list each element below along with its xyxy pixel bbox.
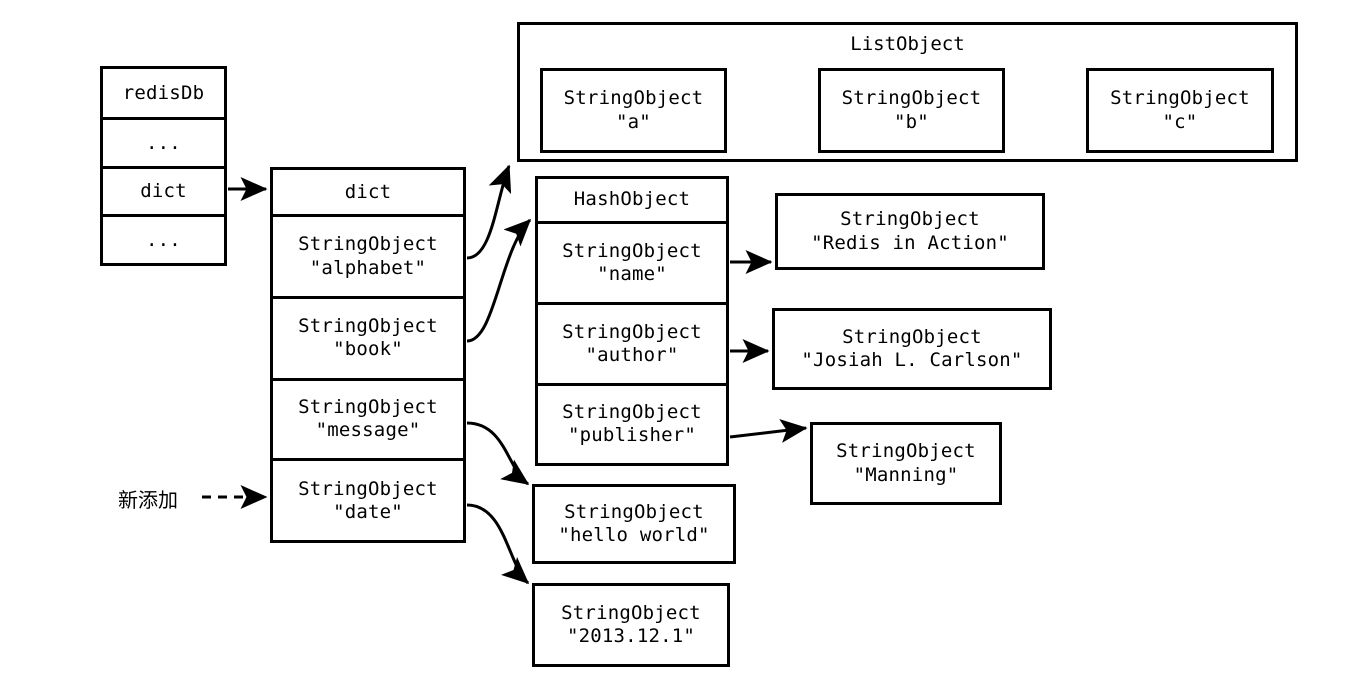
hash-value-publisher-type: StringObject [836, 440, 976, 463]
list-node-c-type: StringObject [1110, 87, 1250, 110]
hash-field-author-value: "author" [585, 344, 679, 367]
hash-field-name-value: "name" [597, 263, 667, 286]
hash-field-publisher: StringObject "publisher" [538, 382, 726, 463]
dict-entry-message: StringObject "message" [273, 377, 463, 459]
dict-entry-book: StringObject "book" [273, 295, 463, 378]
dict-entry-book-value: "book" [333, 338, 403, 361]
hash-field-name: StringObject "name" [538, 221, 726, 302]
hash-value-title: StringObject "Redis in Action" [775, 193, 1045, 270]
string-value-date-type: StringObject [561, 601, 701, 624]
list-object-title: ListObject [850, 33, 965, 55]
string-value-hello-world-type: StringObject [564, 500, 704, 523]
arrow-date-to-date-value [466, 503, 530, 585]
hash-field-name-type: StringObject [562, 240, 702, 263]
list-node-a-cell: StringObject "a" [543, 71, 724, 150]
dict-entry-message-type: StringObject [298, 396, 438, 419]
list-node-a-value: "a" [616, 110, 651, 133]
dict-entry-date-type: StringObject [298, 477, 438, 500]
hash-field-publisher-value: "publisher" [567, 424, 697, 447]
hash-value-title-value: "Redis in Action" [811, 231, 1009, 254]
list-node-c-value: "c" [1162, 110, 1198, 133]
redisdb-struct: redisDb ... dict ... [100, 66, 227, 266]
dict-entry-alphabet: StringObject "alphabet" [273, 214, 463, 296]
list-node-b-cell: StringObject "b" [821, 71, 1002, 150]
hash-value-publisher-cell: StringObject "Manning" [813, 425, 999, 502]
hash-field-publisher-type: StringObject [562, 401, 702, 424]
list-node-c-cell: StringObject "c" [1089, 71, 1271, 150]
dict-header-cell: dict [344, 180, 392, 203]
string-value-hello-world: StringObject "hello world" [532, 484, 736, 564]
arrow-message-to-hello-world [466, 421, 530, 486]
string-value-date-cell: StringObject "2013.12.1" [535, 586, 727, 664]
hash-object-header-cell: HashObject [573, 188, 691, 211]
string-value-hello-world-cell: StringObject "hello world" [535, 487, 733, 561]
dict-entry-message-value: "message" [315, 419, 421, 442]
dict-entry-date-value: "date" [333, 500, 403, 523]
string-value-date-value: "2013.12.1" [566, 625, 696, 647]
dict-entry-alphabet-type: StringObject [298, 233, 438, 256]
list-node-b-type: StringObject [841, 87, 982, 110]
dict-struct: dict StringObject "alphabet" StringObjec… [270, 167, 466, 543]
list-node-b-value: "b" [894, 110, 929, 133]
new-added-annotation: 新添加 [118, 488, 178, 512]
hash-value-title-cell: StringObject "Redis in Action" [778, 196, 1042, 267]
string-value-hello-world-value: "hello world" [558, 524, 710, 546]
hash-value-publisher: StringObject "Manning" [810, 422, 1002, 505]
list-node-c: StringObject "c" [1086, 68, 1274, 153]
dict-entry-alphabet-value: "alphabet" [309, 256, 427, 279]
redisdb-ellipsis-top-cell: ... [103, 117, 224, 166]
redisdb-dict-cell: dict [103, 165, 224, 215]
list-node-a: StringObject "a" [540, 68, 727, 153]
dict-entry-book-type: StringObject [298, 315, 438, 338]
hash-field-author-type: StringObject [562, 320, 702, 343]
hash-object-struct: HashObject StringObject "name" StringObj… [535, 176, 729, 466]
hash-value-author-type: StringObject [842, 325, 982, 348]
hash-field-author: StringObject "author" [538, 302, 726, 382]
redisdb-title-cell: redisDb [122, 81, 205, 104]
dict-entry-date: StringObject "date" [273, 458, 463, 540]
string-value-date: StringObject "2013.12.1" [532, 583, 730, 667]
hash-value-publisher-value: "Manning" [853, 463, 959, 486]
arrow-publisher-to-publisher-value [729, 419, 808, 443]
list-node-b: StringObject "b" [818, 68, 1005, 153]
hash-value-author-cell: StringObject "Josiah L. Carlson" [775, 311, 1049, 387]
hash-value-author-value: "Josiah L. Carlson" [801, 349, 1023, 371]
redisdb-ellipsis-bottom-cell: ... [103, 214, 224, 263]
list-node-a-type: StringObject [563, 87, 704, 110]
arrow-book-to-hashobject [466, 218, 532, 343]
hash-value-author: StringObject "Josiah L. Carlson" [772, 308, 1052, 390]
hash-value-title-type: StringObject [840, 208, 980, 231]
arrow-alphabet-to-listobject [466, 164, 512, 260]
